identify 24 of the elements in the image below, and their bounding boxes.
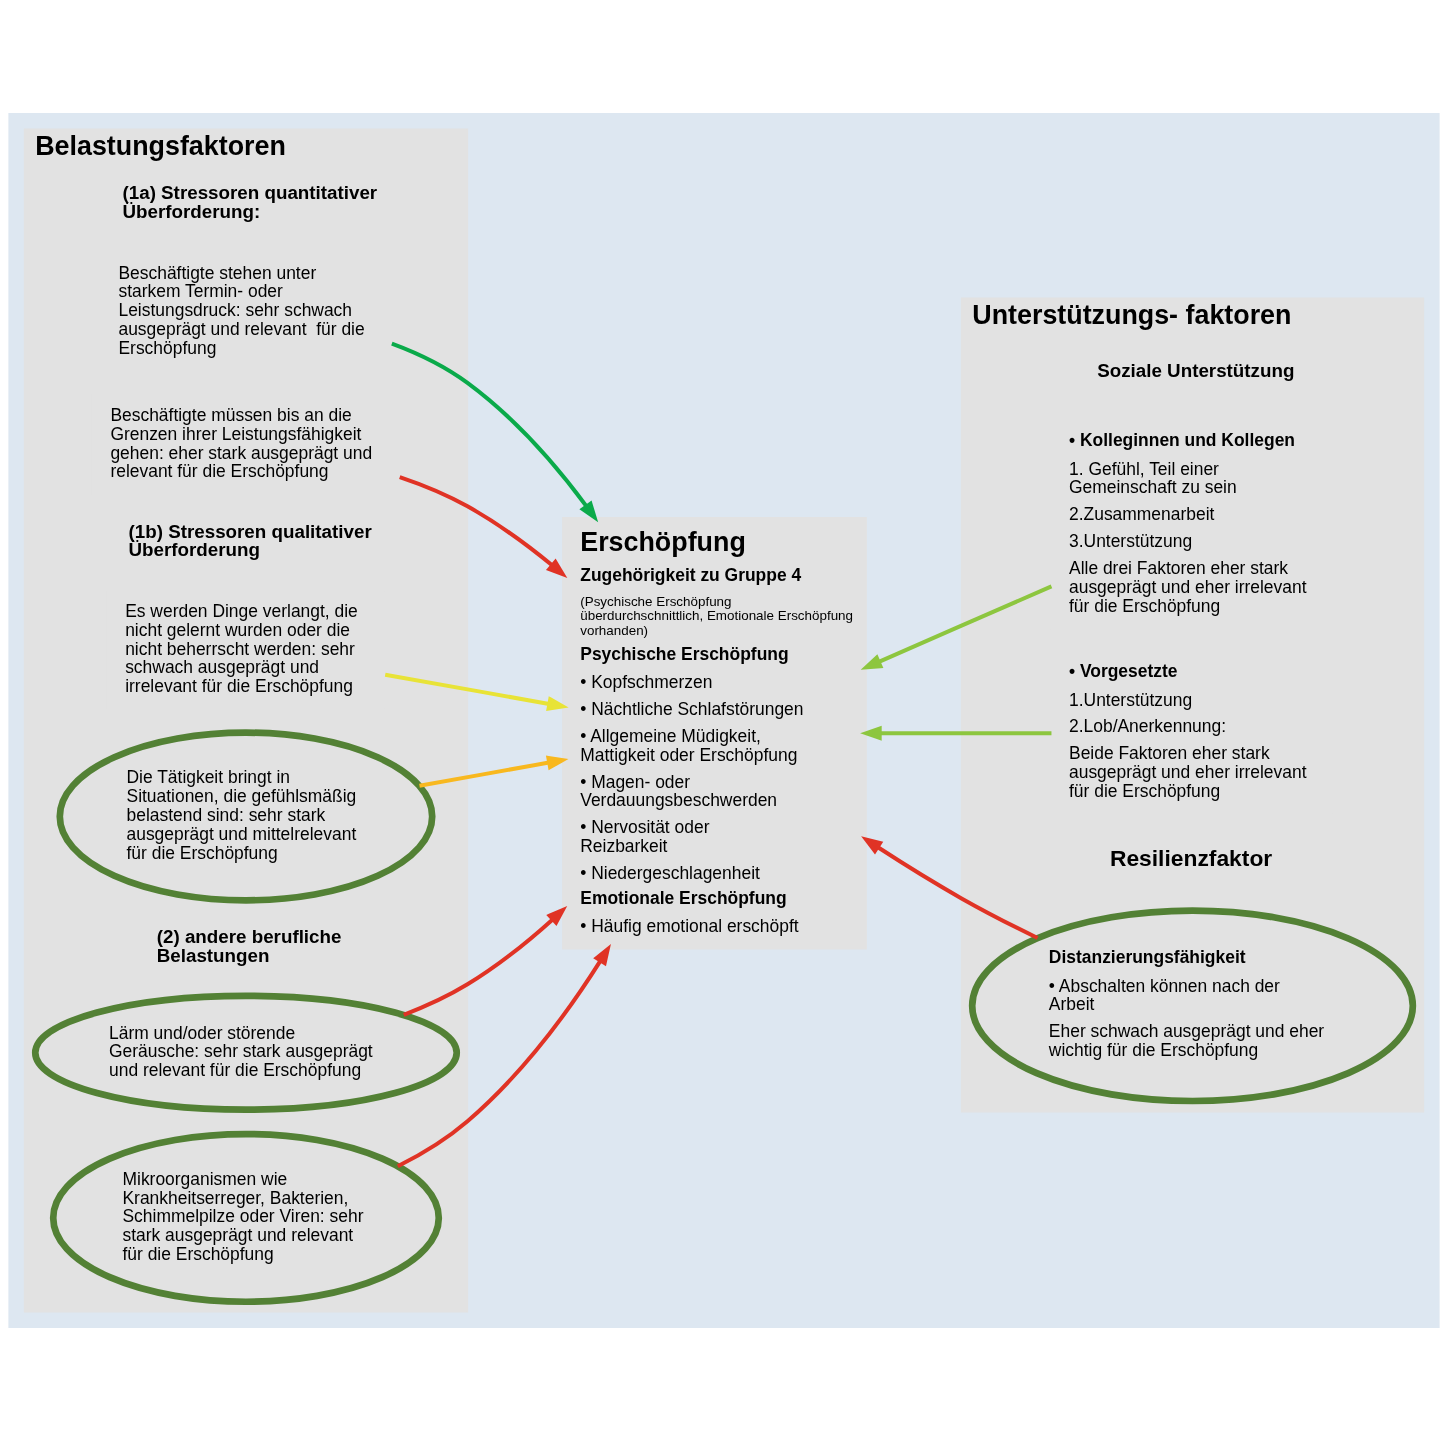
label: (2) andere berufliche Belastungen — [156, 925, 342, 966]
label: Resilienzfaktor — [1109, 844, 1273, 871]
label: (1a) Stressoren quantitativer Überforderung: — [122, 181, 378, 222]
node-ellipse: Distanzierungsfähigkeit • Abschalten können nach der Arbeit Eher schwach ausgeprägt und eher wichtig für die Erschöpfung — [968, 906, 1417, 1104]
node-ellipse: Mikroorganismen wie Krankheitserreger, Bakterien, Schimmelpilze oder Viren: sehr stark ausgeprägt und relevant für die Erschöpfung — [49, 1130, 443, 1305]
arrow — [399, 474, 568, 578]
node-text: Beschäftigte stehen unter starkem Termin- oder Leistungsdruck: sehr schwach ausgeprägt und relevant für die Erschöpfung — [118, 262, 365, 358]
node-text: Es werden Dinge verlangt, die nicht gelernt wurden oder die nicht beherrscht werden: sehr schwach ausgeprägt und irrelevant für die Erschöpfung — [125, 600, 358, 696]
arrow — [861, 835, 1039, 940]
node-box: Erschöpfung Zugehörigkeit zu Gruppe 4 (Psychische Erschöpfung überdurchschnittlich, Emotionale Erschöpfung vorhanden) Psychische Erschöpfung • Kopfschmerzen • Nächtliche Schlafstörungen • Allgemeine Müdigkeit, Mattigkeit oder Erschöpfung • Magen- oder Verdauungsbeschwerden • Nervosität oder Reizbarkeit • Niedergeschlagenheit Emotionale Erschöpfung • Häufig emotional erschöpft — [562, 516, 867, 949]
label: (1b) Stressoren qualitativer Überforderung — [128, 520, 372, 560]
node-text: Beschäftigte müssen bis an die Grenzen ihrer Leistungsfähigkeit gehen: eher stark ausgeprägt und relevant für die Erschöpfung — [110, 404, 373, 481]
arrow — [860, 725, 1052, 741]
arrow — [860, 584, 1053, 670]
arrow — [396, 943, 611, 1168]
arrow — [391, 341, 599, 522]
node-text: • Kolleginnen und Kollegen 1. Gefühl, Teil einer Gemeinschaft zu sein 2.Zusammenarbeit 3.Unterstützung Alle drei Faktoren eher stark ausgeprägt und eher irrelevant für die Erschöpfung — [1069, 429, 1307, 616]
arrow — [384, 672, 569, 711]
node-ellipse: Lärm und/oder störende Geräusche: sehr stark ausgeprägt und relevant für die Erschöpfung — [31, 992, 461, 1113]
label: Soziale Unterstützung — [1097, 359, 1295, 381]
node-ellipse: Die Tätigkeit bringt in Situationen, die gefühlsmäßig belastend sind: sehr stark ausgeprägt und mittelrelevant für die Erschöpfung — [56, 728, 436, 904]
arrow — [419, 754, 569, 788]
arrow — [403, 905, 568, 1017]
node-text: • Vorgesetzte 1.Unterstützung 2.Lob/Anerkennung: Beide Faktoren eher stark ausgeprägt und eher irrelevant für die Erschöpfung — [1069, 660, 1307, 801]
